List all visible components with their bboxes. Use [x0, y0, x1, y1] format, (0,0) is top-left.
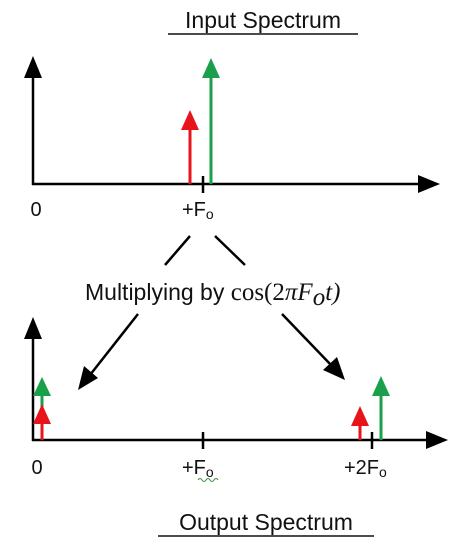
- output-fo-label: +Fo: [182, 457, 214, 480]
- caption-math-pi: π: [285, 279, 299, 306]
- input-fo-text: +F: [182, 199, 206, 221]
- caption-lower-right-arrowhead-icon: [323, 357, 345, 380]
- output-zero-green-arrow-icon: [33, 377, 51, 396]
- output-2fo-red-component: [351, 406, 369, 440]
- caption-multiplying: Multiplying by cos(2πFot): [85, 279, 340, 311]
- caption-math-f-subscript: o: [313, 284, 326, 311]
- output-axes: [24, 317, 448, 449]
- caption-upper-left-line: [164, 235, 191, 266]
- input-y-axis-arrowhead-icon: [24, 56, 42, 78]
- output-fo-text: +F: [182, 457, 206, 479]
- output-x-axis-arrowhead-icon: [426, 431, 448, 449]
- output-zero-red-component: [33, 404, 51, 440]
- input-spectrum-title: Input Spectrum: [185, 7, 341, 33]
- caption-lower-right-arrow: [281, 313, 333, 367]
- output-y-axis-arrowhead-icon: [24, 317, 42, 339]
- output-2fo-green-component: [372, 376, 390, 440]
- caption-math-t: t): [325, 279, 340, 306]
- output-2fo-green-arrow-icon: [372, 376, 390, 396]
- caption-lower-left-arrow: [89, 313, 139, 376]
- caption-upper-right-line: [214, 235, 246, 266]
- input-fo-label: +Fo: [182, 199, 214, 222]
- input-green-component: [202, 58, 220, 184]
- input-red-arrow-icon: [181, 110, 199, 130]
- caption-lower-left-arrowhead-icon: [78, 366, 98, 390]
- input-axes: [24, 56, 440, 193]
- caption-math-f: F: [296, 279, 313, 306]
- input-x-axis-arrowhead-icon: [418, 175, 440, 193]
- caption-math-func: cos(2: [231, 279, 285, 306]
- output-fo-squiggle: [197, 478, 219, 482]
- output-2fo-red-arrow-icon: [351, 406, 369, 426]
- caption-text: Multiplying by: [85, 279, 231, 305]
- output-2fo-label: +2Fo: [344, 457, 387, 480]
- input-zero-label: 0: [30, 199, 41, 221]
- output-zero-label: 0: [31, 457, 42, 479]
- input-green-arrow-icon: [202, 58, 220, 78]
- output-zero-red-arrow-icon: [33, 404, 51, 424]
- output-2fo-text: +2F: [344, 457, 379, 479]
- input-fo-subscript: o: [206, 206, 214, 222]
- output-fo-subscript: o: [206, 464, 214, 480]
- output-2fo-subscript: o: [379, 464, 387, 480]
- input-red-component: [181, 110, 199, 184]
- output-spectrum-title: Output Spectrum: [179, 509, 353, 535]
